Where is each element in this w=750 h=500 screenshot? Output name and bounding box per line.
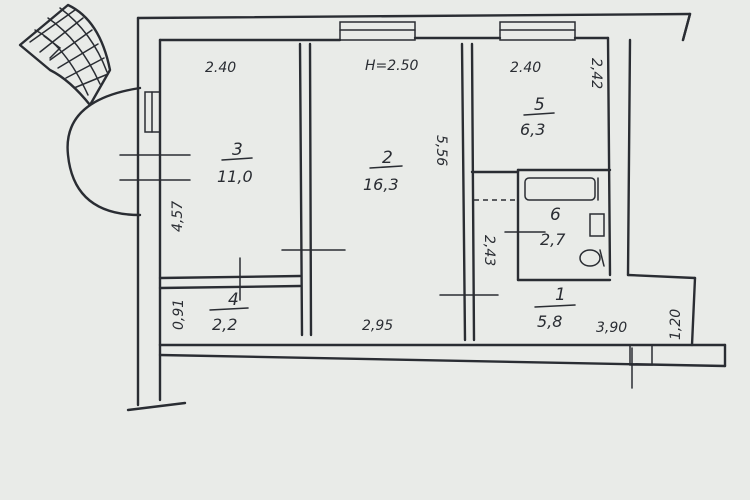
dim-hall-side: 1,20 <box>668 309 684 340</box>
room-2-number: 2 <box>382 148 393 168</box>
room-5-number: 5 <box>534 95 545 115</box>
dim-room5-side: 2,42 <box>588 58 604 89</box>
staircase-drawing <box>18 3 112 107</box>
room-4-number: 4 <box>228 290 239 310</box>
room-labels: 3 11,0 2 16,3 5 6,3 6 2,7 4 2,2 1 5,8 <box>209 95 576 334</box>
bath-fixtures <box>524 177 605 267</box>
porch-arc <box>66 86 142 217</box>
dim-closet-side: 0,91 <box>171 299 187 330</box>
dim-room2-top: H=2.50 <box>365 58 419 74</box>
room-3-area: 11,0 <box>217 167 253 186</box>
room-2-area: 16,3 <box>363 175 399 194</box>
door-marks <box>119 154 633 389</box>
room-1-area: 5,8 <box>537 312 562 331</box>
dim-room3-side: 4,57 <box>170 201 186 232</box>
room-5-area: 6,3 <box>520 120 545 139</box>
room-6-number: 6 <box>550 205 561 225</box>
dim-room2-side: 5,56 <box>433 135 449 166</box>
room-6-area: 2,7 <box>540 230 566 249</box>
room-1-number: 1 <box>555 285 566 305</box>
dim-bath-side: 2,43 <box>481 235 497 266</box>
dim-room5-top: 2.40 <box>510 60 541 76</box>
dim-room2-bottom: 2,95 <box>362 318 393 334</box>
room-3-number: 3 <box>232 140 243 160</box>
dim-room3-top: 2.40 <box>205 60 236 76</box>
room-4-area: 2,2 <box>212 315 237 334</box>
dimension-labels: 2.40 H=2.50 2.40 2,42 4,57 5,56 2,95 0,9… <box>170 58 684 340</box>
dim-hall-bottom: 3,90 <box>596 320 627 336</box>
interior-walls <box>158 42 612 342</box>
windows <box>144 21 653 366</box>
